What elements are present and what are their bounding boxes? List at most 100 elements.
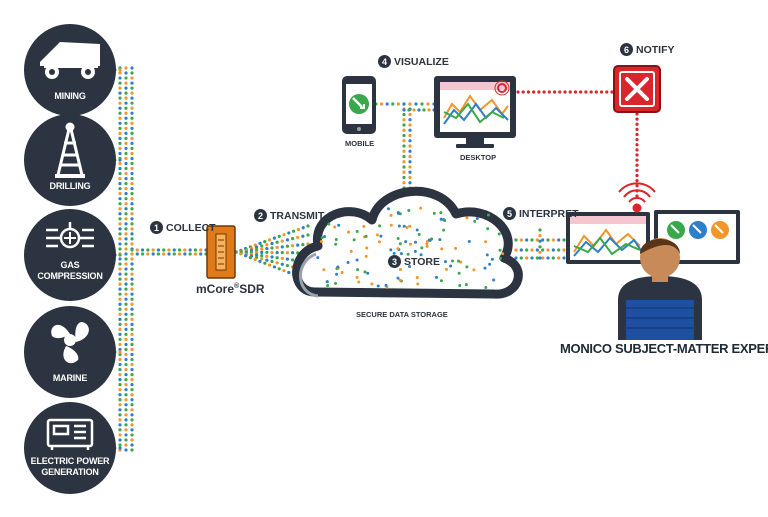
cloud-dot	[488, 262, 492, 266]
cloud-dot	[425, 244, 429, 248]
flow-dot	[118, 373, 122, 377]
flow-dot	[402, 133, 406, 138]
step-visualize: 4 VISUALIZE	[378, 55, 449, 68]
flow-dot	[118, 237, 122, 241]
flow-dot	[258, 259, 262, 263]
flow-dot	[124, 373, 128, 377]
flow-dot	[183, 252, 187, 256]
cloud-dot	[402, 224, 406, 228]
flow-dot	[306, 224, 310, 228]
flow-dot	[254, 248, 259, 252]
flow-dot	[530, 248, 534, 252]
flow-dot	[118, 433, 122, 437]
flow-dot	[402, 149, 406, 153]
flow-dot	[118, 116, 122, 120]
desktop-label: DESKTOP	[460, 153, 497, 162]
flow-dot	[124, 362, 128, 367]
flow-dot	[124, 86, 128, 90]
step-store: 3 STORE	[388, 255, 440, 268]
flow-dot	[118, 232, 122, 236]
flow-dot	[130, 388, 134, 392]
flow-dot	[124, 76, 128, 80]
flow-dot	[130, 121, 134, 125]
flow-dot	[124, 312, 128, 316]
cloud-dot	[376, 284, 380, 288]
flow-dot	[130, 403, 134, 407]
flow-dot	[130, 393, 134, 397]
flow-dot	[260, 244, 264, 248]
cloud-dot	[336, 265, 340, 269]
flow-dot	[282, 233, 286, 237]
flow-dot	[130, 197, 134, 201]
flow-dot	[562, 256, 566, 260]
flow-dot	[130, 207, 134, 211]
source-label-marine: MARINE	[52, 373, 88, 383]
flow-dot	[130, 362, 134, 367]
cloud-dot	[379, 234, 383, 238]
flow-dot	[306, 233, 310, 237]
step-number: 5	[503, 207, 516, 220]
oil-derrick-icon	[55, 122, 85, 178]
flow-dot	[635, 153, 639, 157]
cloud-dot	[396, 236, 400, 240]
flow-dot	[248, 256, 252, 260]
flow-dot	[130, 347, 134, 352]
cloud-dot	[443, 218, 447, 222]
flow-dot	[183, 248, 187, 252]
flow-dot	[118, 86, 122, 90]
flow-dot	[118, 443, 122, 447]
flow-dot	[188, 252, 192, 256]
flow-dot	[551, 256, 555, 260]
flow-dot	[130, 182, 134, 186]
flow-dot	[167, 252, 171, 256]
flow-dot	[130, 91, 134, 95]
cloud-dot	[323, 235, 327, 239]
flow-dot	[124, 182, 128, 186]
flow-dot	[118, 71, 122, 75]
flow-dot	[635, 184, 639, 188]
flow-dot	[130, 378, 134, 382]
cloud-dot	[449, 264, 453, 268]
cloud-dot	[322, 268, 326, 272]
flow-dot	[130, 367, 134, 372]
flow-dot	[260, 250, 264, 254]
cloud	[292, 186, 523, 299]
flow-dot	[130, 96, 134, 100]
flow-dot	[118, 302, 122, 306]
flow-dot	[130, 297, 134, 301]
cloud-dot	[405, 226, 409, 230]
flow-dot	[118, 307, 122, 311]
flow-dot	[538, 239, 542, 243]
cloud-dot	[438, 238, 442, 242]
flow-dot	[275, 256, 279, 260]
cloud-dot	[485, 253, 489, 257]
flow-dot	[130, 106, 134, 110]
flow-dot	[270, 246, 274, 250]
flow-dot	[557, 256, 561, 260]
flow-dot	[156, 252, 161, 256]
flow-dot	[635, 179, 639, 183]
flow-dot	[130, 307, 134, 311]
flow-dot	[290, 237, 295, 241]
flow-dot	[118, 136, 122, 140]
mining-truck-icon	[40, 42, 100, 79]
flow-dot	[130, 433, 134, 437]
flow-dot	[290, 251, 295, 255]
flow-dot	[118, 312, 122, 316]
flow-dot	[177, 252, 182, 256]
flow-dot	[199, 248, 203, 252]
flow-dot	[124, 247, 128, 251]
flow-dot	[130, 423, 134, 427]
flow-dot	[301, 226, 305, 230]
flow-dot	[130, 212, 134, 216]
cloud-dot	[352, 238, 356, 242]
flow-dot	[118, 166, 122, 171]
flow-dot	[146, 248, 150, 252]
flow-dot	[296, 243, 300, 247]
flow-dot	[130, 81, 134, 85]
step-label: NOTIFY	[636, 43, 675, 56]
flow-dot	[124, 433, 128, 437]
cloud-dot	[414, 240, 418, 244]
cloud-dot	[454, 246, 458, 250]
flow-dot	[391, 102, 395, 106]
